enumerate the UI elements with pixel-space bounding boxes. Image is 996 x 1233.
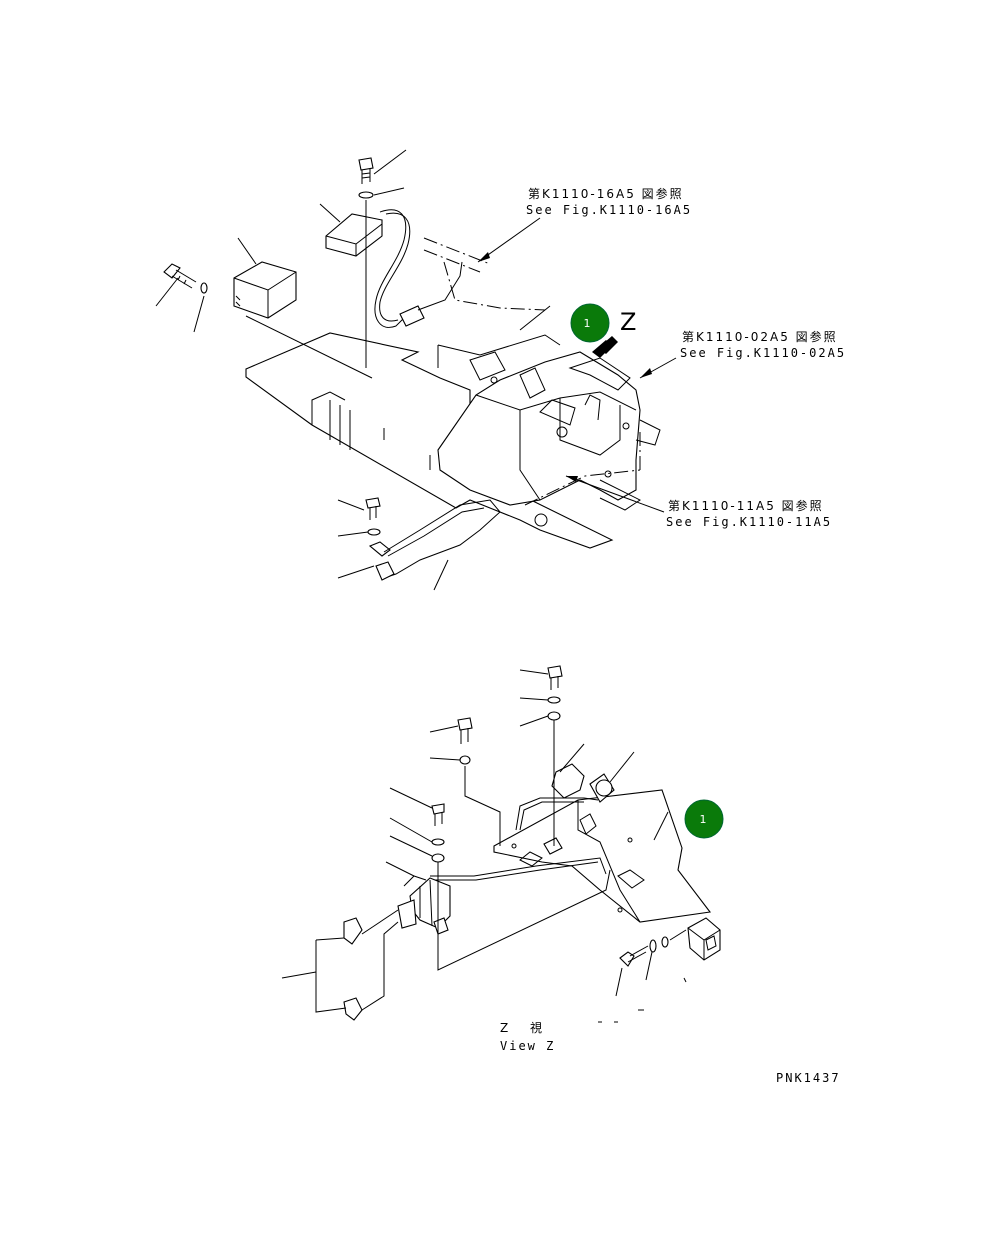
view-caption-jp: Z 視 [500, 1020, 544, 1035]
view-marker-number: 1 [700, 813, 707, 826]
rocker-switch [687, 917, 721, 961]
bolt [457, 717, 473, 731]
washer [459, 755, 471, 765]
washer [200, 282, 208, 294]
relay-box [325, 213, 383, 257]
view-caption-en: View Z [500, 1039, 555, 1053]
console-housing [437, 351, 641, 506]
base-plate [245, 332, 614, 549]
view-marker: 1 [570, 303, 610, 343]
bolt [547, 665, 563, 679]
bolt [358, 157, 374, 171]
ref-16a5-jp: 第K1110-16A5 図参照 [528, 186, 684, 201]
mounting-plate [493, 789, 712, 923]
bolt [431, 803, 445, 815]
lever-handle [343, 997, 363, 1021]
harness-cable [515, 797, 599, 831]
washer [547, 696, 561, 704]
ref-02a5-en: See Fig.K1110-02A5 [680, 346, 846, 360]
washer [649, 939, 657, 953]
washer [367, 528, 381, 536]
washer [358, 191, 374, 199]
washer [661, 936, 669, 948]
relay [551, 763, 585, 799]
view-z-assembly [281, 665, 721, 1023]
bolt [163, 263, 181, 279]
bolt [365, 497, 381, 509]
upper-assembly [155, 149, 677, 591]
view-marker: 1 [684, 799, 724, 839]
ref-02a5-jp: 第K1110-02A5 図参照 [682, 329, 838, 344]
view-marker-number: 1 [584, 317, 591, 330]
washer [431, 853, 445, 863]
view-arrow-letter: Z [620, 308, 636, 336]
drawing-number: PNK1437 [776, 1071, 841, 1085]
ground-terminal [368, 541, 391, 557]
washer [431, 838, 445, 846]
lever-handle [343, 917, 363, 945]
ref-16a5-en: See Fig.K1110-16A5 [526, 203, 692, 217]
ref-11a5-en: See Fig.K1110-11A5 [666, 515, 832, 529]
controller-box [233, 261, 297, 319]
screw [619, 951, 635, 967]
washer [547, 711, 561, 721]
ground-cable [383, 499, 501, 579]
ref-11a5-jp: 第K1110-11A5 図参照 [668, 498, 824, 513]
